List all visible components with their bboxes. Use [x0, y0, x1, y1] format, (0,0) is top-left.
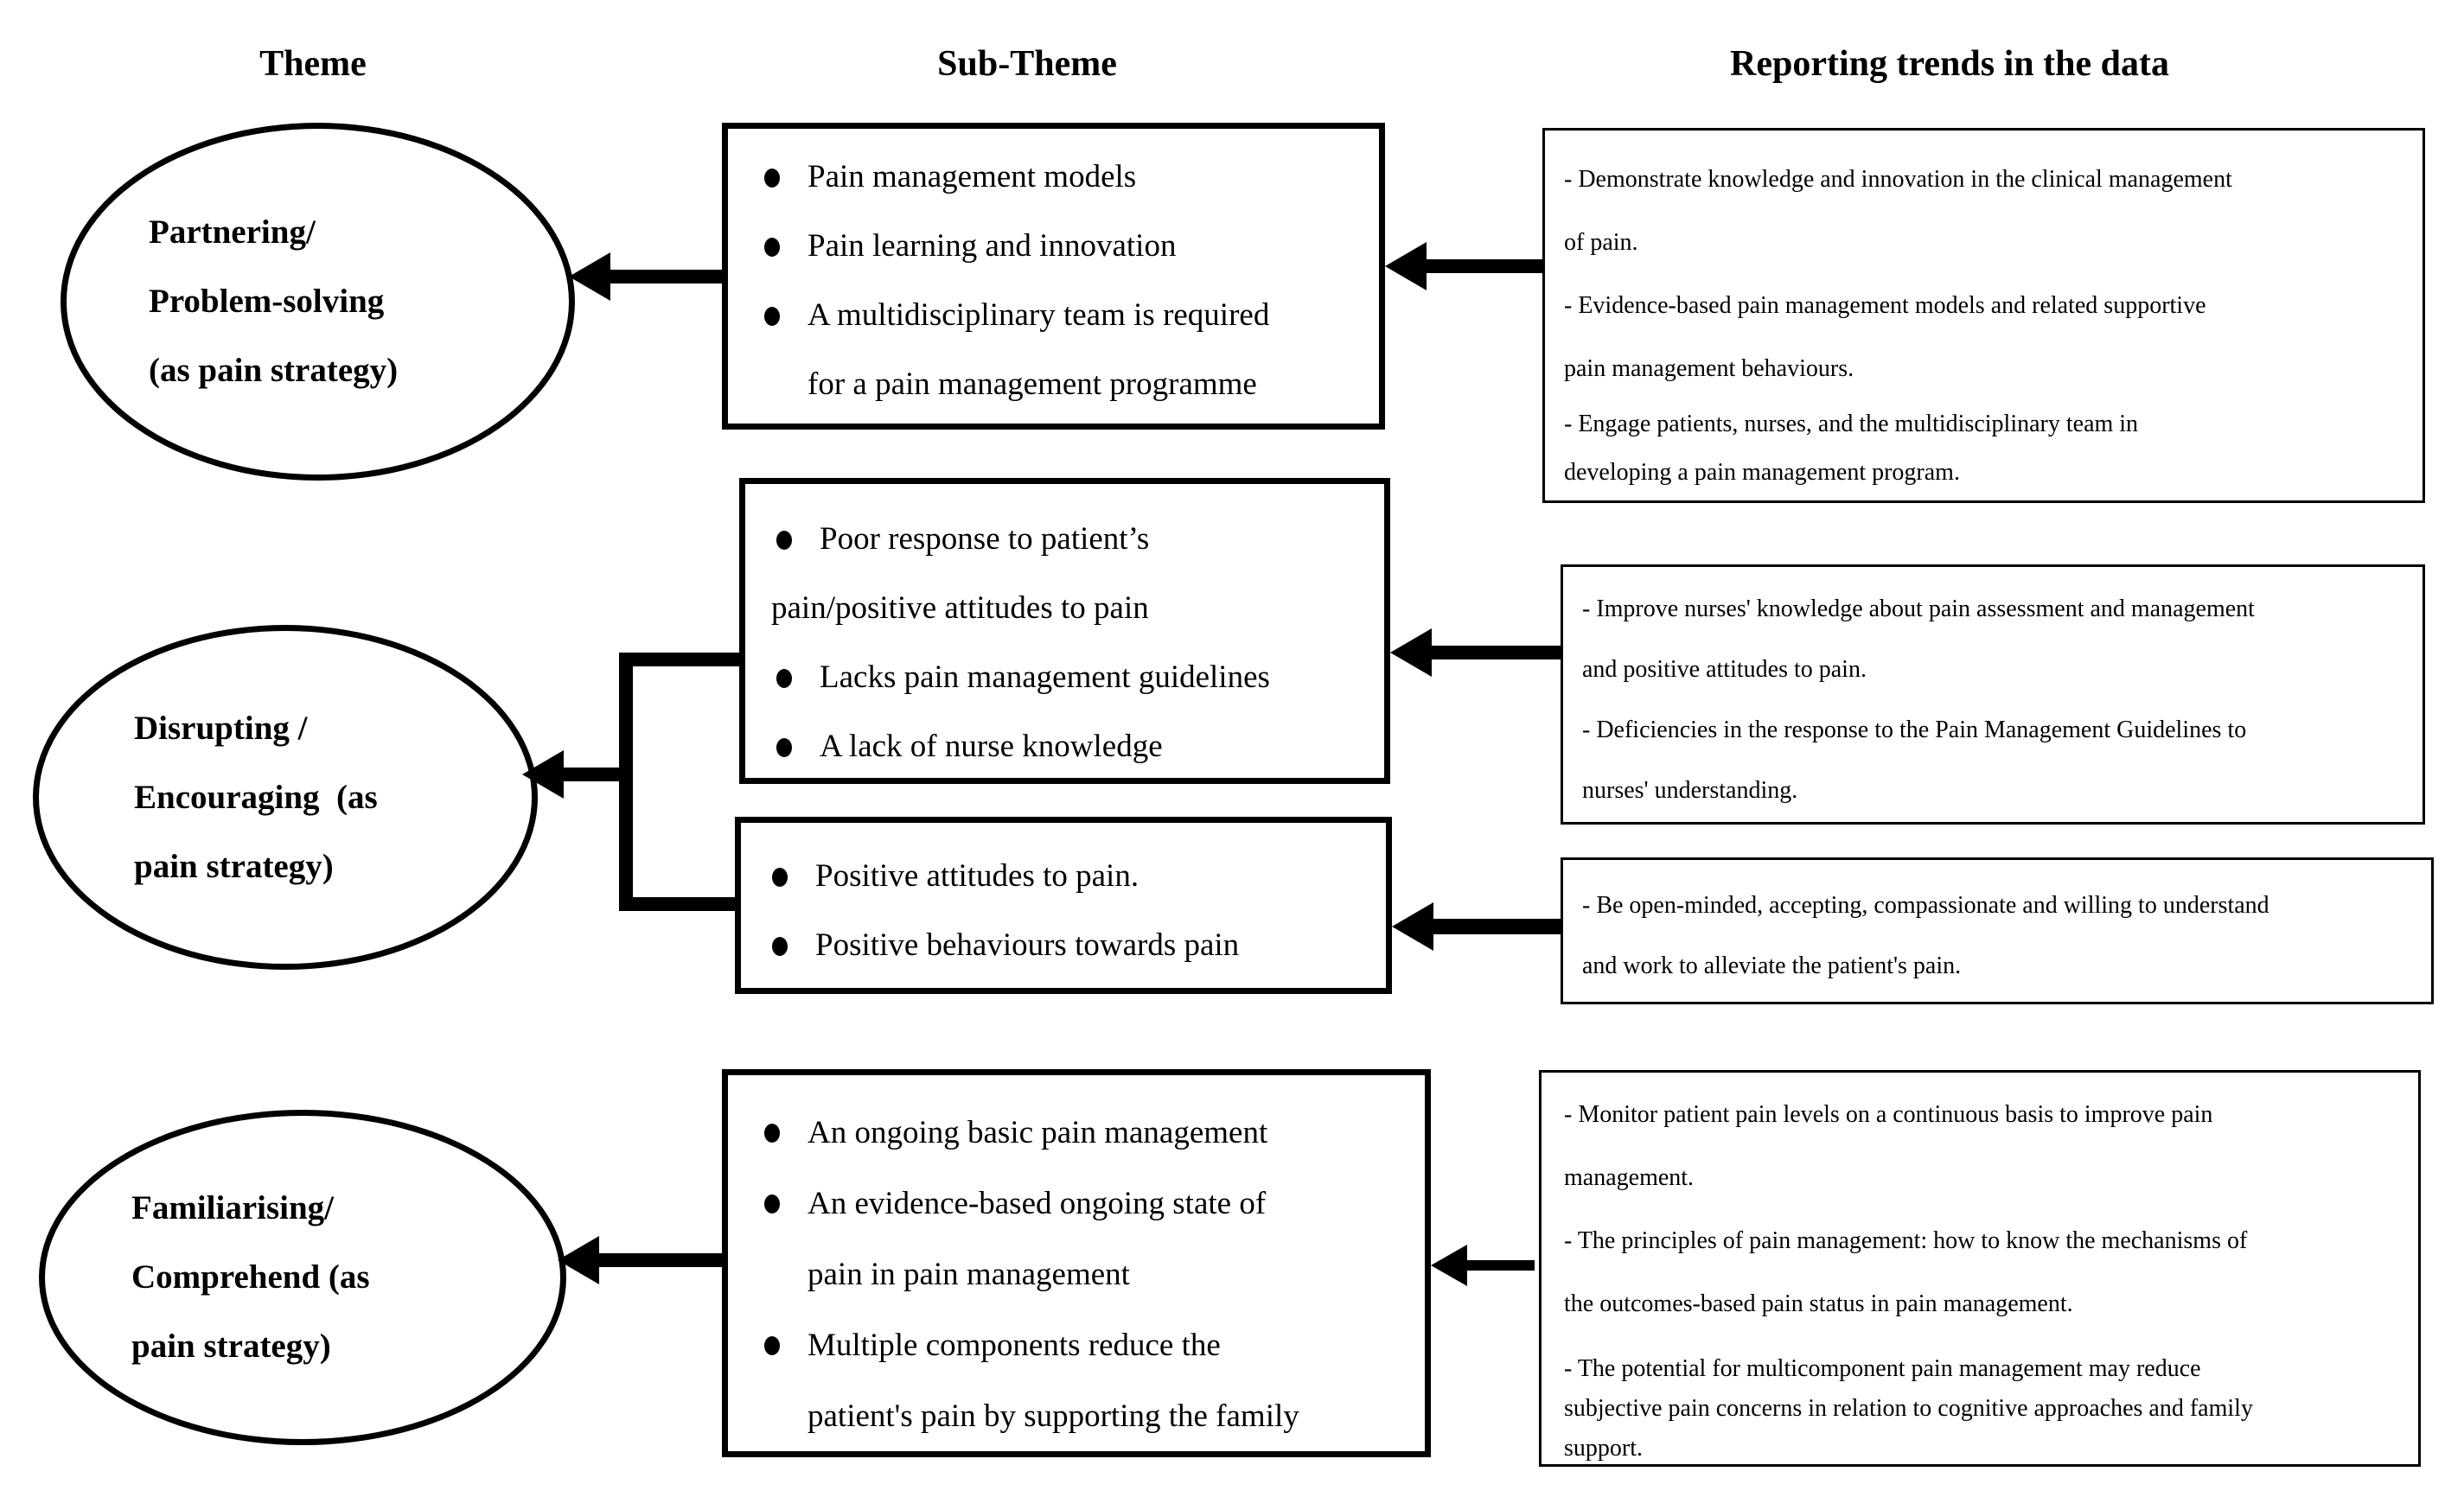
- bullet-text: An evidence-based ongoing state of: [808, 1186, 1267, 1221]
- reporting-text: - Engage patients, nurses, and the multi…: [1564, 411, 2139, 437]
- reporting-text: - The principles of pain management: how…: [1564, 1227, 2248, 1254]
- reporting-item: - The potential for multicomponent pain …: [1564, 1349, 2401, 1464]
- reporting-text: - Improve nurses' knowledge about pain a…: [1582, 596, 2255, 622]
- arrow-shaft: [557, 768, 632, 781]
- bracket-top-stub: [619, 653, 739, 666]
- column-header-reporting: Reporting trends in the data: [1730, 44, 2169, 84]
- theme-label-line: Comprehend (as: [131, 1258, 370, 1296]
- bullet-item: An ongoing basic pain management: [759, 1098, 1416, 1169]
- bullet-text: Positive attitudes to pain.: [815, 858, 1139, 894]
- bullet-item: Pain management models: [759, 143, 1366, 212]
- reporting-item: - Engage patients, nurses, and the multi…: [1564, 400, 2405, 497]
- sub-theme-box-2: Poor response to patient’s pain/positive…: [739, 478, 1390, 784]
- bullet-text: A multidisciplinary team is required: [808, 297, 1270, 333]
- bullet-item: Positive behaviours towards pain: [767, 911, 1377, 980]
- reporting-item: - Improve nurses' knowledge about pain a…: [1582, 579, 2405, 700]
- bullet-text: Multiple components reduce the: [808, 1328, 1221, 1363]
- theme-ellipse-familiarising: Familiarising/ Comprehend (as pain strat…: [39, 1110, 566, 1445]
- sub-theme-box-4: An ongoing basic pain management An evid…: [722, 1069, 1431, 1457]
- bullet-item: A multidisciplinary team is required for…: [759, 281, 1366, 419]
- reporting-item: - Demonstrate knowledge and innovation i…: [1564, 148, 2405, 274]
- theme-ellipse-partnering: Partnering/ Problem-solving (as pain str…: [61, 123, 575, 481]
- reporting-text: and positive attitudes to pain.: [1582, 656, 1867, 683]
- arrow-shaft: [1461, 1260, 1535, 1271]
- bullet-item: Multiple components reduce the patient's…: [759, 1310, 1416, 1452]
- bullet-item: Lacks pain management guidelines: [771, 643, 1376, 712]
- reporting-box-2: - Improve nurses' knowledge about pain a…: [1561, 564, 2425, 825]
- theme-label-line: pain strategy): [131, 1328, 331, 1365]
- theme-label-line: Partnering/: [149, 213, 316, 251]
- reporting-item: - Monitor patient pain levels on a conti…: [1564, 1083, 2401, 1209]
- reporting-text: - Evidence-based pain management models …: [1564, 292, 2206, 319]
- bullet-text: Pain learning and innovation: [808, 228, 1177, 264]
- arrow-shaft: [1427, 919, 1561, 934]
- bracket-vertical-line: [619, 653, 633, 911]
- reporting-box-1: - Demonstrate knowledge and innovation i…: [1542, 128, 2425, 503]
- arrow-shaft: [592, 1253, 722, 1267]
- theme-label-line: (as pain strategy): [149, 352, 399, 389]
- reporting-text: of pain.: [1564, 229, 1638, 256]
- bullet-item: An evidence-based ongoing state of pain …: [759, 1169, 1416, 1310]
- bullet-text: A lack of nurse knowledge: [820, 729, 1163, 764]
- bullet-text: Pain management models: [808, 159, 1137, 194]
- sub-theme-box-1: Pain management models Pain learning and…: [722, 123, 1385, 430]
- reporting-text: the outcomes-based pain status in pain m…: [1564, 1290, 2073, 1317]
- reporting-text: - Demonstrate knowledge and innovation i…: [1564, 166, 2232, 193]
- bullet-text: Positive behaviours towards pain: [815, 927, 1240, 963]
- reporting-text: pain management behaviours.: [1564, 355, 1854, 382]
- bullet-item: Pain learning and innovation: [759, 212, 1366, 281]
- arrow-shaft: [1425, 646, 1561, 659]
- reporting-text: - Monitor patient pain levels on a conti…: [1564, 1101, 2213, 1128]
- reporting-item: - Evidence-based pain management models …: [1564, 274, 2405, 400]
- reporting-item: - The principles of pain management: how…: [1564, 1209, 2401, 1335]
- reporting-item: - Be open-minded, accepting, compassiona…: [1582, 876, 2414, 997]
- bullet-text: pain/positive attitudes to pain: [771, 590, 1149, 626]
- reporting-text: developing a pain management program.: [1564, 459, 1960, 486]
- column-header-theme: Theme: [259, 44, 367, 84]
- bullet-text: for a pain management programme: [808, 366, 1257, 402]
- reporting-box-4: - Monitor patient pain levels on a conti…: [1539, 1070, 2421, 1467]
- reporting-item: - Deficiencies in the response to the Pa…: [1582, 700, 2405, 821]
- theme-label-line: Problem-solving: [149, 283, 385, 320]
- bullet-text: An ongoing basic pain management: [808, 1115, 1268, 1150]
- sub-theme-box-3: Positive attitudes to pain. Positive beh…: [735, 817, 1392, 994]
- theme-label-line: Encouraging (as: [134, 778, 378, 816]
- bracket-bottom-stub: [619, 897, 735, 911]
- theme-ellipse-disrupting: Disrupting / Encouraging (as pain strate…: [33, 625, 538, 970]
- bullet-item: Positive attitudes to pain.: [767, 842, 1377, 911]
- reporting-text: subjective pain concerns in relation to …: [1564, 1395, 2253, 1422]
- reporting-text: support.: [1564, 1435, 1643, 1462]
- reporting-text: management.: [1564, 1164, 1695, 1191]
- arrow-shaft: [603, 270, 722, 283]
- reporting-text: and work to alleviate the patient's pain…: [1582, 952, 1962, 979]
- arrow-shaft: [1420, 259, 1542, 273]
- theme-label-line: Disrupting /: [134, 709, 308, 747]
- reporting-text: - The potential for multicomponent pain …: [1564, 1355, 2201, 1382]
- bullet-text: Lacks pain management guidelines: [820, 659, 1270, 695]
- bullet-item: A lack of nurse knowledge: [771, 712, 1376, 781]
- bullet-text: pain in pain management: [808, 1257, 1130, 1292]
- theme-label-line: Familiarising/: [131, 1189, 334, 1226]
- bullet-item: Poor response to patient’s pain/positive…: [771, 505, 1376, 643]
- bullet-text: Poor response to patient’s: [820, 521, 1150, 557]
- reporting-text: - Be open-minded, accepting, compassiona…: [1582, 892, 2269, 919]
- reporting-box-3: - Be open-minded, accepting, compassiona…: [1561, 857, 2434, 1004]
- theme-label-line: pain strategy): [134, 847, 334, 885]
- reporting-text: nurses' understanding.: [1582, 777, 1798, 804]
- column-header-sub-theme: Sub-Theme: [937, 44, 1117, 84]
- bullet-text: patient's pain by supporting the family: [808, 1398, 1299, 1434]
- reporting-text: - Deficiencies in the response to the Pa…: [1582, 717, 2247, 743]
